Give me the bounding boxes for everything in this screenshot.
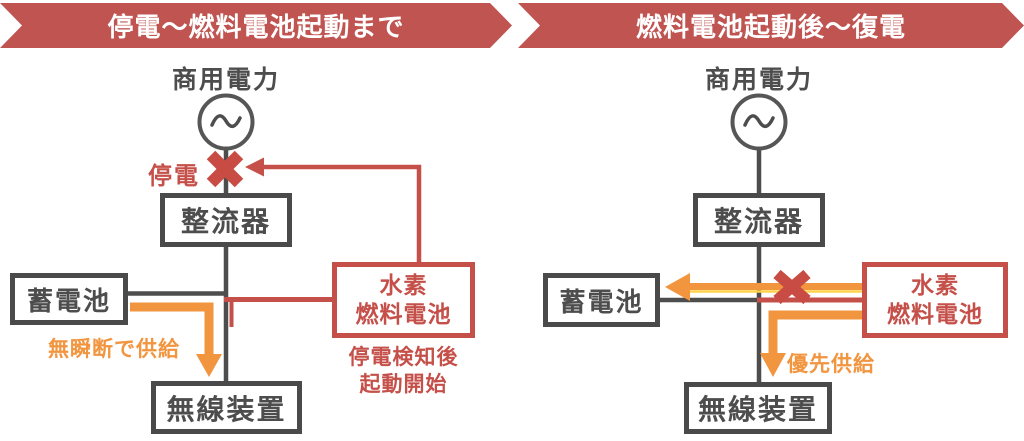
fuel-cell-box: 水素 燃料電池	[862, 262, 1008, 338]
right-panel-connectors	[658, 93, 863, 384]
outage-detection-arrow	[256, 164, 422, 262]
outage-label: 停電	[148, 163, 200, 190]
battery-label: 蓄電池	[26, 285, 111, 316]
rectifier-label: 整流器	[180, 206, 271, 237]
ac-wave-icon	[210, 114, 242, 128]
left-panel-connectors	[126, 93, 422, 383]
rectifier-box: 整流器	[693, 193, 825, 247]
battery-supply-arrow	[130, 302, 214, 355]
wireless-device-label: 無線装置	[697, 394, 818, 425]
wireless-device-box: 無線装置	[151, 381, 302, 434]
blocked-x-icon	[773, 269, 811, 305]
commercial-power-label: 商用電力	[171, 66, 280, 94]
fuel-cell-label: 水素 燃料電池	[887, 272, 983, 327]
fuel-cell-label: 水素 燃料電池	[355, 272, 452, 327]
phase-banner-restore: 燃料電池起動後〜復電	[518, 3, 1024, 48]
fuel-cell-note: 停電検知後 起動開始	[348, 346, 459, 397]
battery-label: 蓄電池	[559, 286, 644, 317]
rectifier-label: 整流器	[713, 206, 804, 237]
wireless-device-box: 無線装置	[684, 382, 832, 434]
battery-box: 蓄電池	[10, 273, 128, 325]
wireless-device-label: 無線装置	[166, 393, 287, 425]
phase-banner-outage-label: 停電〜燃料電池起動まで	[107, 12, 405, 42]
battery-box: 蓄電池	[543, 273, 660, 327]
outage-x-icon	[206, 150, 244, 188]
priority-supply-arrowhead-icon	[760, 353, 786, 377]
outage-detection-arrowhead-icon	[245, 157, 264, 177]
phase-banner-restore-label: 燃料電池起動後〜復電	[635, 12, 906, 42]
priority-supply-arrow	[768, 310, 863, 355]
fuel-cell-to-battery-arrowhead-icon	[665, 273, 690, 301]
uninterrupted-supply-label: 無瞬断で供給	[48, 338, 180, 361]
phase-banner-outage: 停電〜燃料電池起動まで	[0, 3, 512, 48]
commercial-power-label: 商用電力	[704, 66, 813, 94]
ac-wave-icon	[743, 114, 775, 128]
priority-supply-label: 優先供給	[787, 353, 875, 376]
battery-supply-arrowhead-icon	[196, 354, 222, 377]
fuel-cell-box: 水素 燃料電池	[332, 262, 475, 338]
rectifier-box: 整流器	[160, 193, 292, 247]
